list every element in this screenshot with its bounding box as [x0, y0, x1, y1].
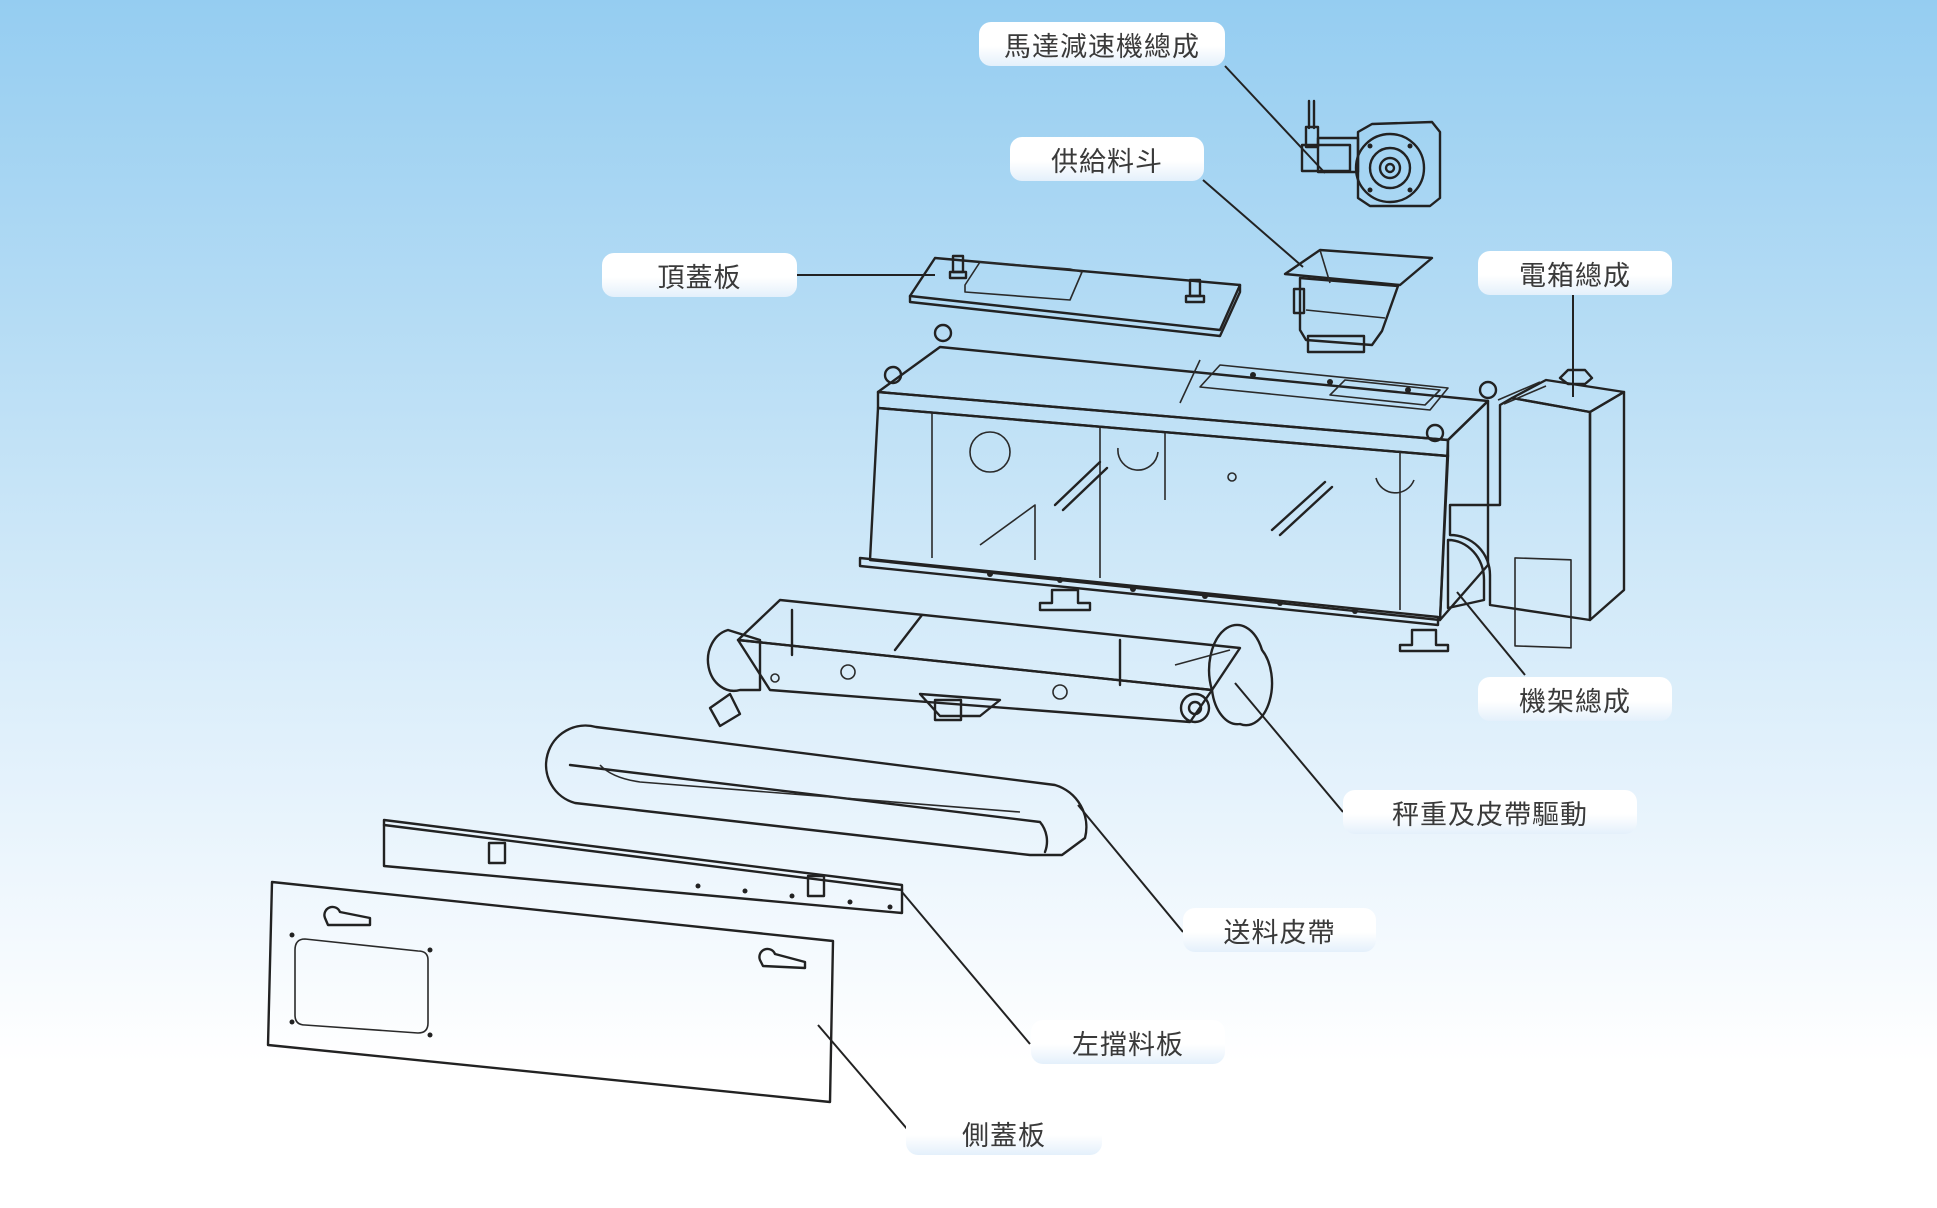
- conveyor-belt-part: [544, 724, 1088, 857]
- leader-feed-hopper: [1202, 179, 1304, 268]
- label-top-cover-text: 頂蓋板: [657, 262, 742, 294]
- label-feed-hopper-text: 供給料斗: [1051, 146, 1163, 178]
- top-cover-part: [908, 254, 1242, 338]
- label-conveyor-belt: 送料皮帶: [1183, 908, 1376, 952]
- leader-lines: [797, 65, 1574, 1131]
- label-weighing-belt-drive-text: 秤重及皮帶驅動: [1392, 799, 1588, 831]
- label-weighing-belt-drive: 秤重及皮帶驅動: [1343, 790, 1637, 834]
- electrical-box-part: [1446, 368, 1626, 649]
- label-electrical-box-text: 電箱總成: [1519, 260, 1631, 292]
- side-cover-part: [266, 880, 835, 1104]
- left-skirt-board-part: [382, 818, 904, 915]
- weighing-belt-drive-part: [706, 598, 1274, 728]
- label-frame: 機架總成: [1478, 677, 1672, 721]
- label-motor-reducer: 馬達減速機總成: [979, 22, 1225, 66]
- label-left-skirt-board: 左擋料板: [1031, 1020, 1225, 1064]
- leader-left-skirt-board: [901, 891, 1031, 1045]
- leader-side-cover: [817, 1024, 909, 1131]
- leader-weighing-belt-drive: [1234, 682, 1344, 813]
- motor-reducer-part: [1300, 99, 1442, 208]
- frame-part: [858, 323, 1498, 653]
- label-motor-reducer-text: 馬達減速機總成: [1004, 31, 1200, 63]
- label-electrical-box: 電箱總成: [1478, 251, 1672, 295]
- label-side-cover: 側蓋板: [906, 1111, 1102, 1155]
- leader-motor-reducer: [1224, 65, 1326, 174]
- label-frame-text: 機架總成: [1519, 686, 1631, 718]
- label-side-cover-text: 側蓋板: [962, 1120, 1046, 1152]
- label-top-cover: 頂蓋板: [602, 253, 797, 297]
- leader-conveyor-belt: [1077, 804, 1184, 933]
- leader-frame: [1456, 591, 1526, 676]
- label-conveyor-belt-text: 送料皮帶: [1223, 917, 1336, 949]
- label-feed-hopper: 供給料斗: [1010, 137, 1204, 181]
- feed-hopper-part: [1283, 248, 1434, 354]
- label-left-skirt-board-text: 左擋料板: [1072, 1029, 1184, 1061]
